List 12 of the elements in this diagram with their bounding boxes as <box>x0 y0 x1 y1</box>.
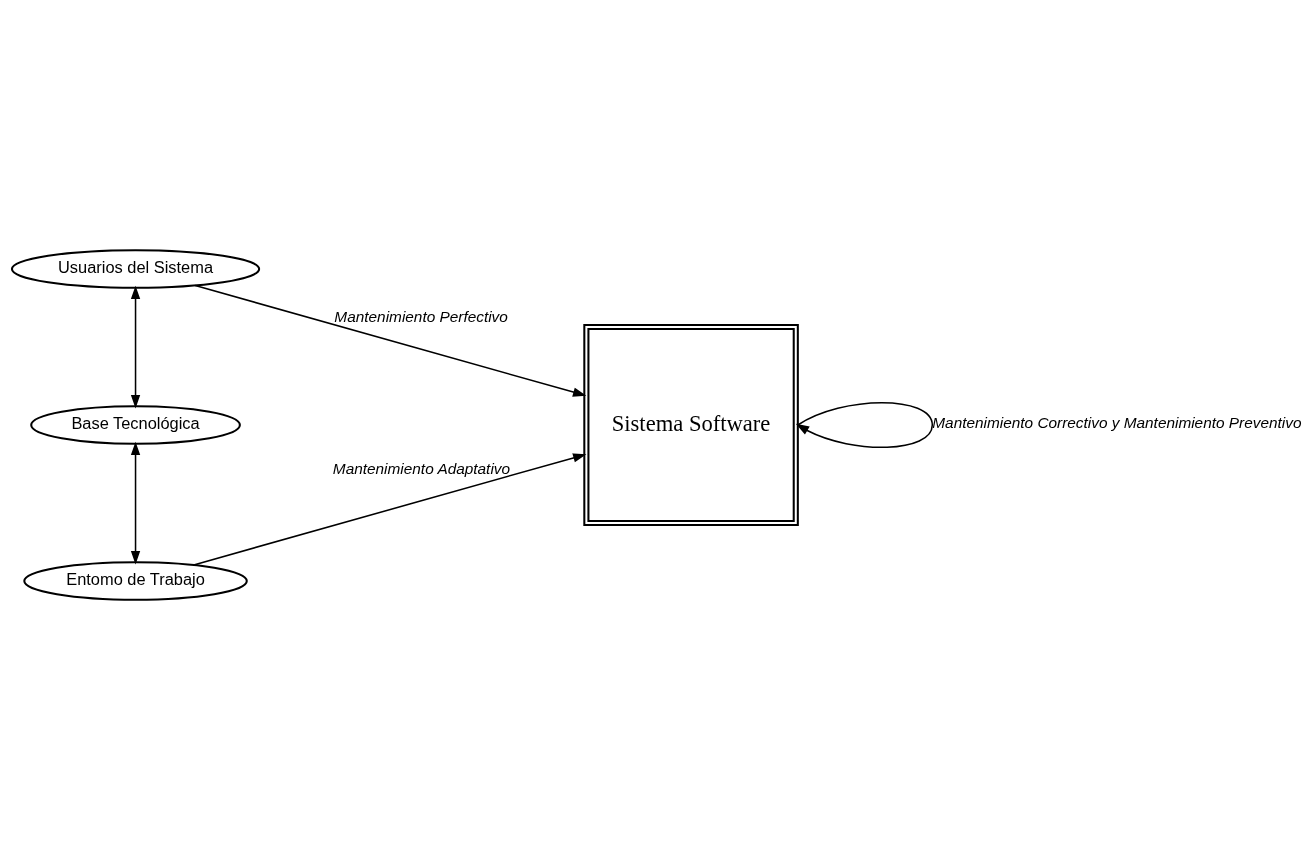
edge-label: Mantenimiento Perfectivo <box>334 308 508 326</box>
node-box: Sistema Software <box>583 323 799 527</box>
edge-label: Mantenimiento Correctivo y Mantenimiento Preventivo <box>932 413 1302 431</box>
arrow <box>130 441 141 565</box>
arrow <box>194 284 587 397</box>
node-ellipse: Base Tecnológica <box>30 405 241 445</box>
edge-label: Mantenimiento Adaptativo <box>332 460 511 478</box>
arrow <box>130 285 141 409</box>
node-ellipse: Usuarios del Sistema <box>10 249 261 289</box>
arrow <box>795 401 934 448</box>
node-ellipse: Entomo de Trabajo <box>23 561 248 601</box>
arrow <box>192 453 587 566</box>
